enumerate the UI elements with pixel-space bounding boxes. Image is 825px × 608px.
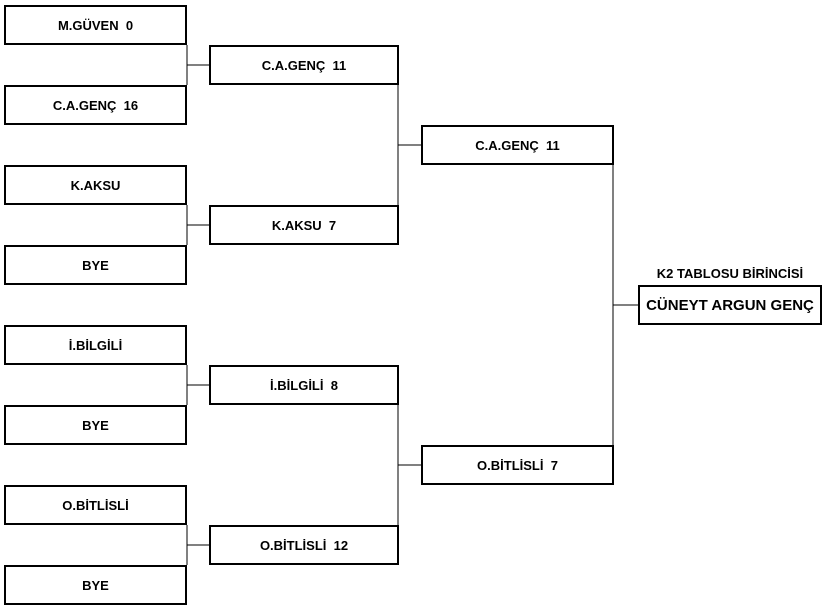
round2-entry: K.AKSU 7	[209, 205, 399, 245]
round1-entry: M.GÜVEN 0	[4, 5, 187, 45]
round1-entry: BYE	[4, 405, 187, 445]
champion-title: K2 TABLOSU BİRİNCİSİ	[656, 266, 804, 281]
round3-entry: O.BİTLİSLİ 7	[421, 445, 614, 485]
round1-entry: O.BİTLİSLİ	[4, 485, 187, 525]
round1-entry: İ.BİLGİLİ	[4, 325, 187, 365]
round3-entry: C.A.GENÇ 11	[421, 125, 614, 165]
round1-entry: BYE	[4, 245, 187, 285]
round2-entry: C.A.GENÇ 11	[209, 45, 399, 85]
round1-entry: BYE	[4, 565, 187, 605]
round1-entry: K.AKSU	[4, 165, 187, 205]
round2-entry: İ.BİLGİLİ 8	[209, 365, 399, 405]
round1-entry: C.A.GENÇ 16	[4, 85, 187, 125]
champion-name: CÜNEYT ARGUN GENÇ	[638, 285, 822, 325]
round2-entry: O.BİTLİSLİ 12	[209, 525, 399, 565]
